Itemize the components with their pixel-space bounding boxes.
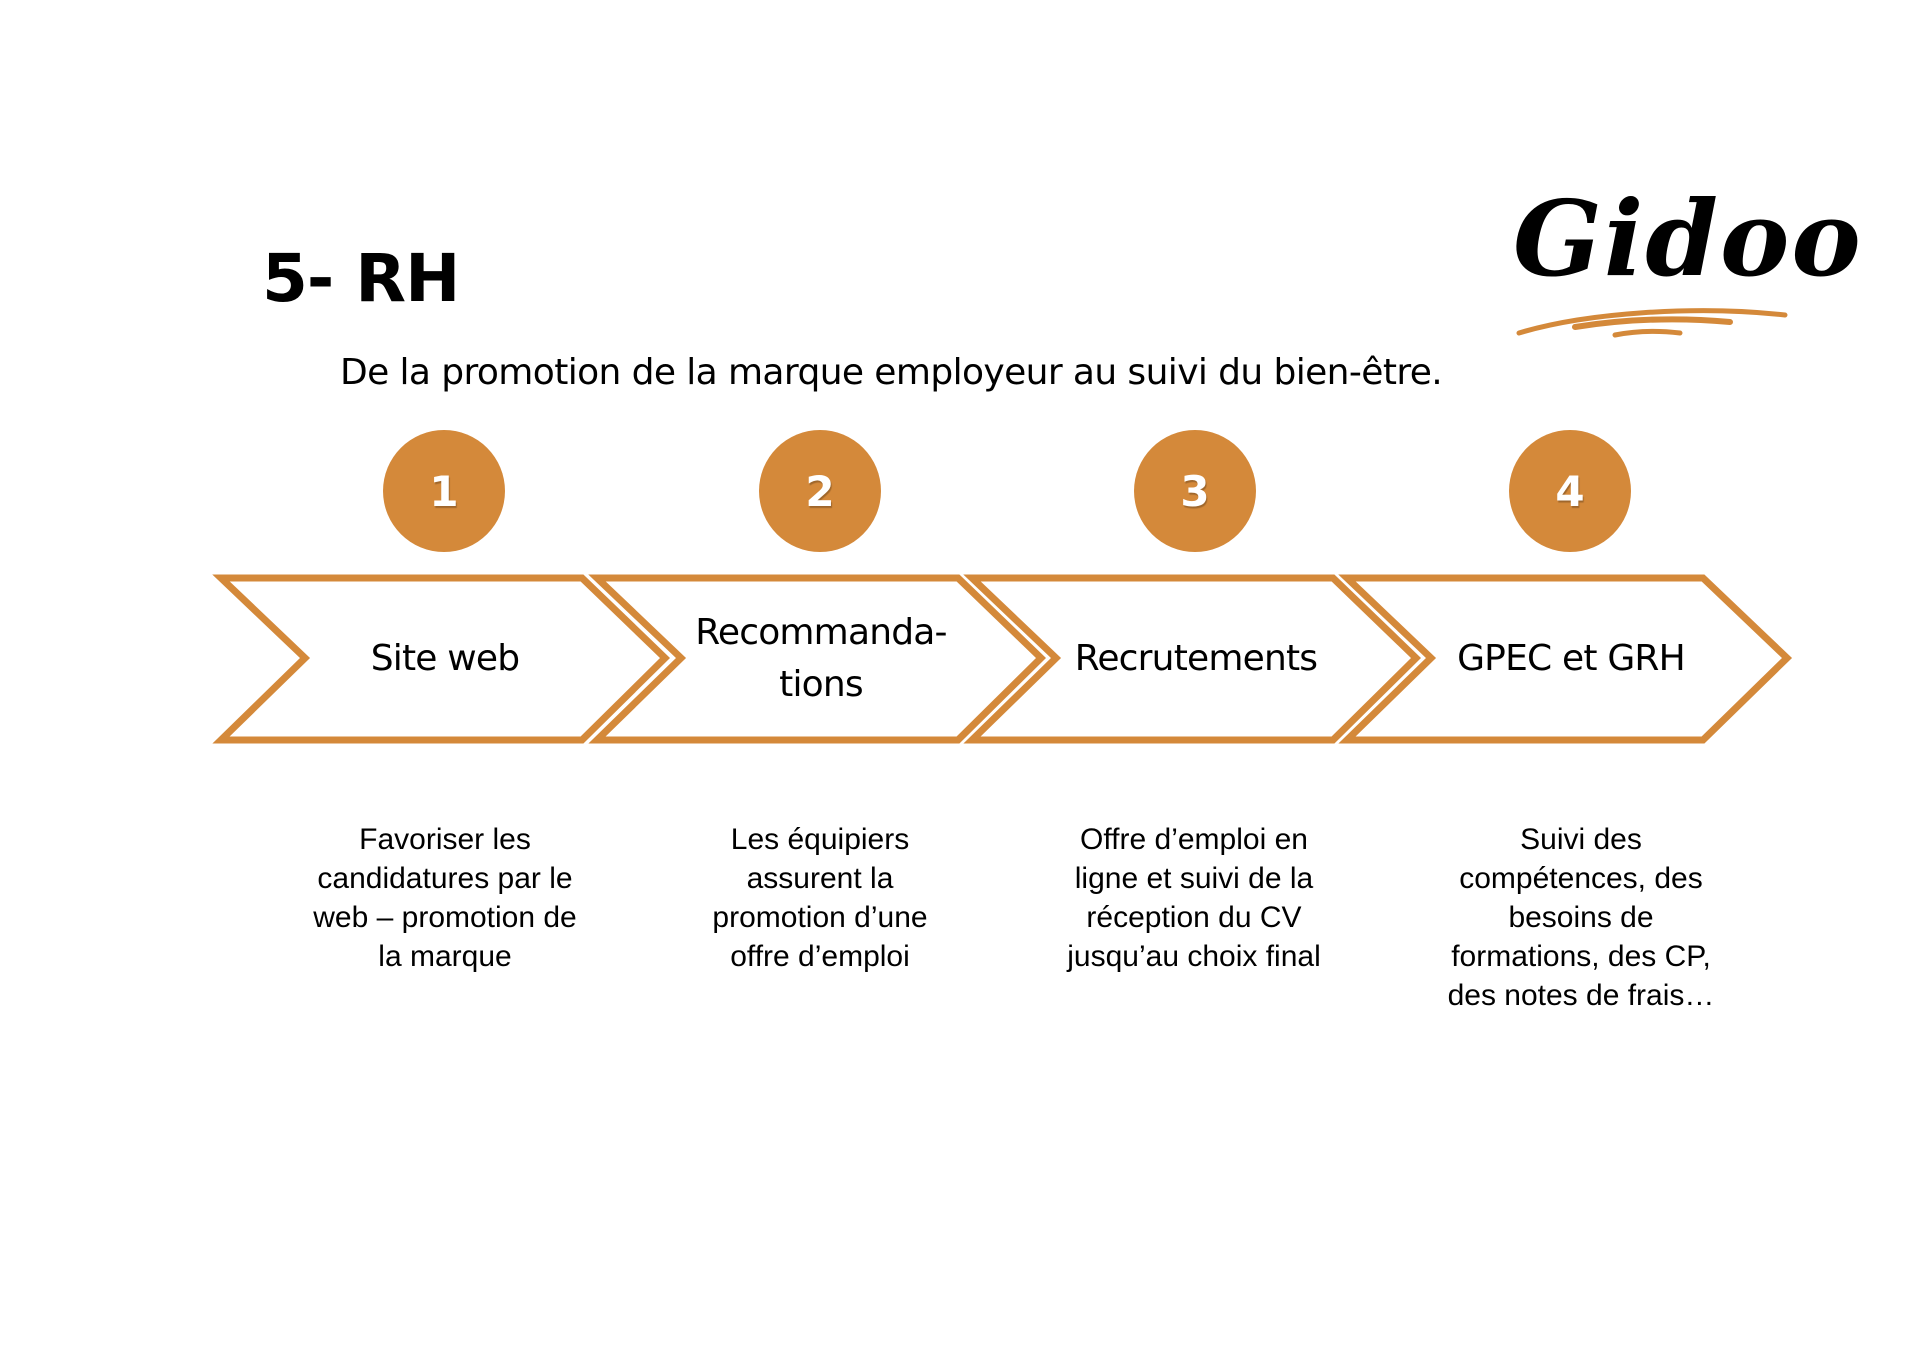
step-description: Offre d’emploi en ligne et suivi de la r…: [1067, 823, 1321, 973]
logo-swoosh-icon: [1516, 308, 1788, 338]
step-label: Recrutements: [1074, 638, 1318, 679]
step-label: Site web: [370, 638, 520, 679]
step-description: Suivi des compétences, des besoins de fo…: [1447, 823, 1715, 1012]
chevron-step-1: [212, 574, 671, 744]
logo-text: Gidoo: [1513, 177, 1863, 300]
step-number-badge: 3: [1134, 430, 1256, 552]
page-title: 5- RH: [262, 240, 460, 317]
step-number-badge: 1: [383, 430, 505, 552]
step-label: GPEC et GRH: [1457, 638, 1686, 679]
chevron-step-3: [963, 574, 1422, 744]
step-number-badge: 2: [759, 430, 881, 552]
step-description: Favoriser les candidatures par le web – …: [313, 823, 577, 973]
step-label: Recommanda- tions: [695, 612, 947, 705]
step-number-badge: 4: [1509, 430, 1631, 552]
step-description: Les équipiers assurent la promotion d’un…: [712, 823, 928, 973]
chevron-step-4: [1338, 574, 1793, 744]
chevron-step-2: [588, 574, 1047, 744]
subtitle: De la promotion de la marque employeur a…: [340, 352, 1443, 393]
gidoo-logo: Gidoo: [1505, 177, 1861, 345]
